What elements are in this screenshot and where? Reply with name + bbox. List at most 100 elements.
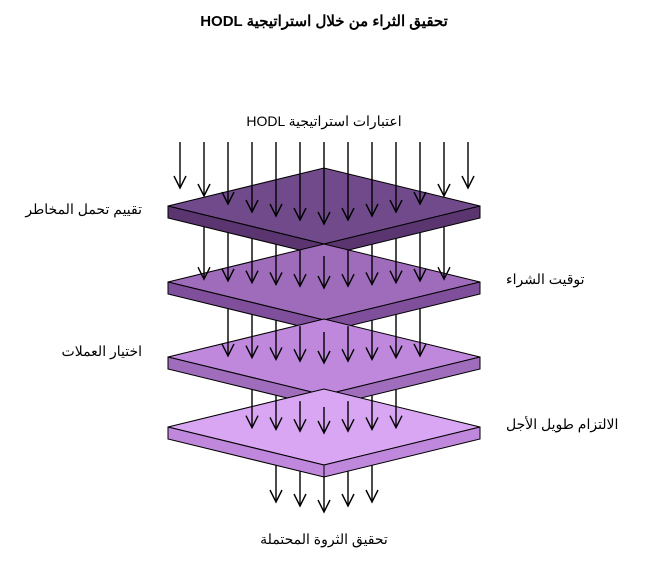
input-arrow-10 — [389, 142, 403, 214]
layer-1-arrow-3-head — [245, 270, 259, 285]
layer-3-arrow-1 — [245, 389, 259, 430]
layer-1-label: تقييم تحمل المخاطر — [24, 201, 142, 218]
layer-1-arrow-7-head — [341, 273, 355, 288]
layer-1-arrow-5 — [293, 250, 307, 288]
layer-3-arrow-3-head — [293, 418, 307, 433]
input-arrow-3-head — [221, 191, 235, 206]
layer-2-arrow-7-head — [365, 347, 379, 362]
input-arrow-6-head — [293, 207, 307, 222]
input-arrow-11-head — [413, 191, 427, 206]
input-arrow-5 — [269, 142, 283, 218]
input-label: HODL اعتبارات استراتيجية — [246, 113, 401, 130]
input-arrow-12-head — [437, 183, 451, 198]
diagram-title: HODL تحقيق الثراء من خلال استراتيجية — [200, 13, 448, 30]
layer-1-arrow-2-head — [221, 268, 235, 283]
layer-2-arrow-2 — [245, 314, 259, 360]
layer-1-arrow-11 — [437, 226, 451, 281]
layer-1-arrow-9-head — [389, 270, 403, 285]
output-arrow-5 — [365, 465, 379, 504]
layer-3-arrow-5 — [341, 401, 355, 433]
input-arrow-4 — [245, 142, 259, 214]
layer-2-arrow-6 — [341, 326, 355, 363]
layer-1-arrow-1 — [197, 226, 211, 281]
input-arrow-10-head — [389, 199, 403, 214]
layer-3-arrow-6 — [365, 395, 379, 432]
layer-2-arrow-9 — [413, 308, 427, 358]
layer-1-arrow-8 — [365, 244, 379, 287]
layer-1-arrow-1-head — [197, 266, 211, 281]
layer-3-arrow-5-head — [341, 418, 355, 433]
output-arrow-2 — [293, 471, 307, 508]
layer-1-arrow-8-head — [365, 272, 379, 287]
input-arrow-8 — [341, 142, 355, 222]
output-arrow-1 — [269, 465, 283, 504]
layer-3-arrow-2 — [269, 395, 283, 432]
layer-2-arrow-3-head — [269, 347, 283, 362]
layer-3-label: اختيار العملات — [62, 343, 142, 360]
input-arrow-9-head — [365, 203, 379, 218]
layer-3-arrow-7 — [389, 389, 403, 430]
input-arrow-7 — [317, 142, 331, 226]
layer-1-arrow-2 — [221, 232, 235, 283]
layer-3-arrow-1-head — [245, 415, 259, 430]
layer-2-arrow-8-head — [389, 345, 403, 360]
output-arrow-4-head — [341, 493, 355, 508]
layer-1-arrow-11-head — [437, 266, 451, 281]
layer-1-arrow-6-head — [317, 275, 331, 290]
layer-3-arrow-2-head — [269, 417, 283, 432]
input-arrow-1 — [173, 142, 187, 190]
input-arrow-5-head — [269, 203, 283, 218]
layer-2-arrow-5 — [317, 332, 331, 365]
layer-1-arrow-7 — [341, 250, 355, 288]
layer-2-arrow-4-head — [293, 348, 307, 363]
output-arrow-3 — [317, 477, 331, 514]
layer-4-label: الالتزام طويل الأجل — [506, 415, 618, 433]
input-arrow-8-head — [341, 207, 355, 222]
output-arrow-4 — [341, 471, 355, 508]
input-arrow-1-head — [173, 175, 187, 190]
layer-1-arrow-4 — [269, 244, 283, 287]
layer-3-arrow-7-head — [389, 415, 403, 430]
layer-1-arrow-3 — [245, 238, 259, 285]
output-label: تحقيق الثروة المحتملة — [260, 531, 388, 548]
layer-2-arrow-5-head — [317, 350, 331, 365]
output-arrow-5-head — [365, 489, 379, 504]
input-arrow-6 — [293, 142, 307, 222]
input-arrow-9 — [365, 142, 379, 218]
layer-2-arrow-8 — [389, 314, 403, 360]
input-arrow-11 — [413, 142, 427, 206]
layer-1-arrow-5-head — [293, 273, 307, 288]
input-arrow-3 — [221, 142, 235, 206]
input-arrow-2-head — [197, 183, 211, 198]
input-arrow-13-head — [461, 175, 475, 190]
layer-2-arrow-6-head — [341, 348, 355, 363]
output-arrow-2-head — [293, 493, 307, 508]
layer-2-arrow-1 — [221, 308, 235, 358]
input-arrow-13 — [461, 142, 475, 190]
layer-3-arrow-6-head — [365, 417, 379, 432]
input-arrow-4-head — [245, 199, 259, 214]
layer-1-arrow-10-head — [413, 268, 427, 283]
input-arrow-2 — [197, 142, 211, 198]
input-arrow-7-head — [317, 211, 331, 226]
layer-2-arrow-3 — [269, 320, 283, 362]
layer-2-arrow-1-head — [221, 343, 235, 358]
layer-2-arrow-9-head — [413, 343, 427, 358]
layer-2-label: توقيت الشراء — [506, 271, 585, 288]
layer-2-arrow-7 — [365, 320, 379, 362]
input-arrow-12 — [437, 142, 451, 198]
layer-1-arrow-10 — [413, 232, 427, 283]
layer-3-arrow-4-head — [317, 420, 331, 435]
layer-3-arrow-4 — [317, 407, 331, 435]
output-arrow-1-head — [269, 489, 283, 504]
layer-4-right-face — [323, 426, 481, 478]
layer-1-arrow-9 — [389, 238, 403, 285]
output-arrow-3-head — [317, 499, 331, 514]
layer-2-arrow-2-head — [245, 345, 259, 360]
layer-1-arrow-4-head — [269, 272, 283, 287]
layer-2-arrow-4 — [293, 326, 307, 363]
layer-3-arrow-3 — [293, 401, 307, 433]
layer-1-arrow-6 — [317, 256, 331, 290]
layers-group: تقييم تحمل المخاطر توقيت الشراء اختيار الع… — [24, 142, 618, 514]
